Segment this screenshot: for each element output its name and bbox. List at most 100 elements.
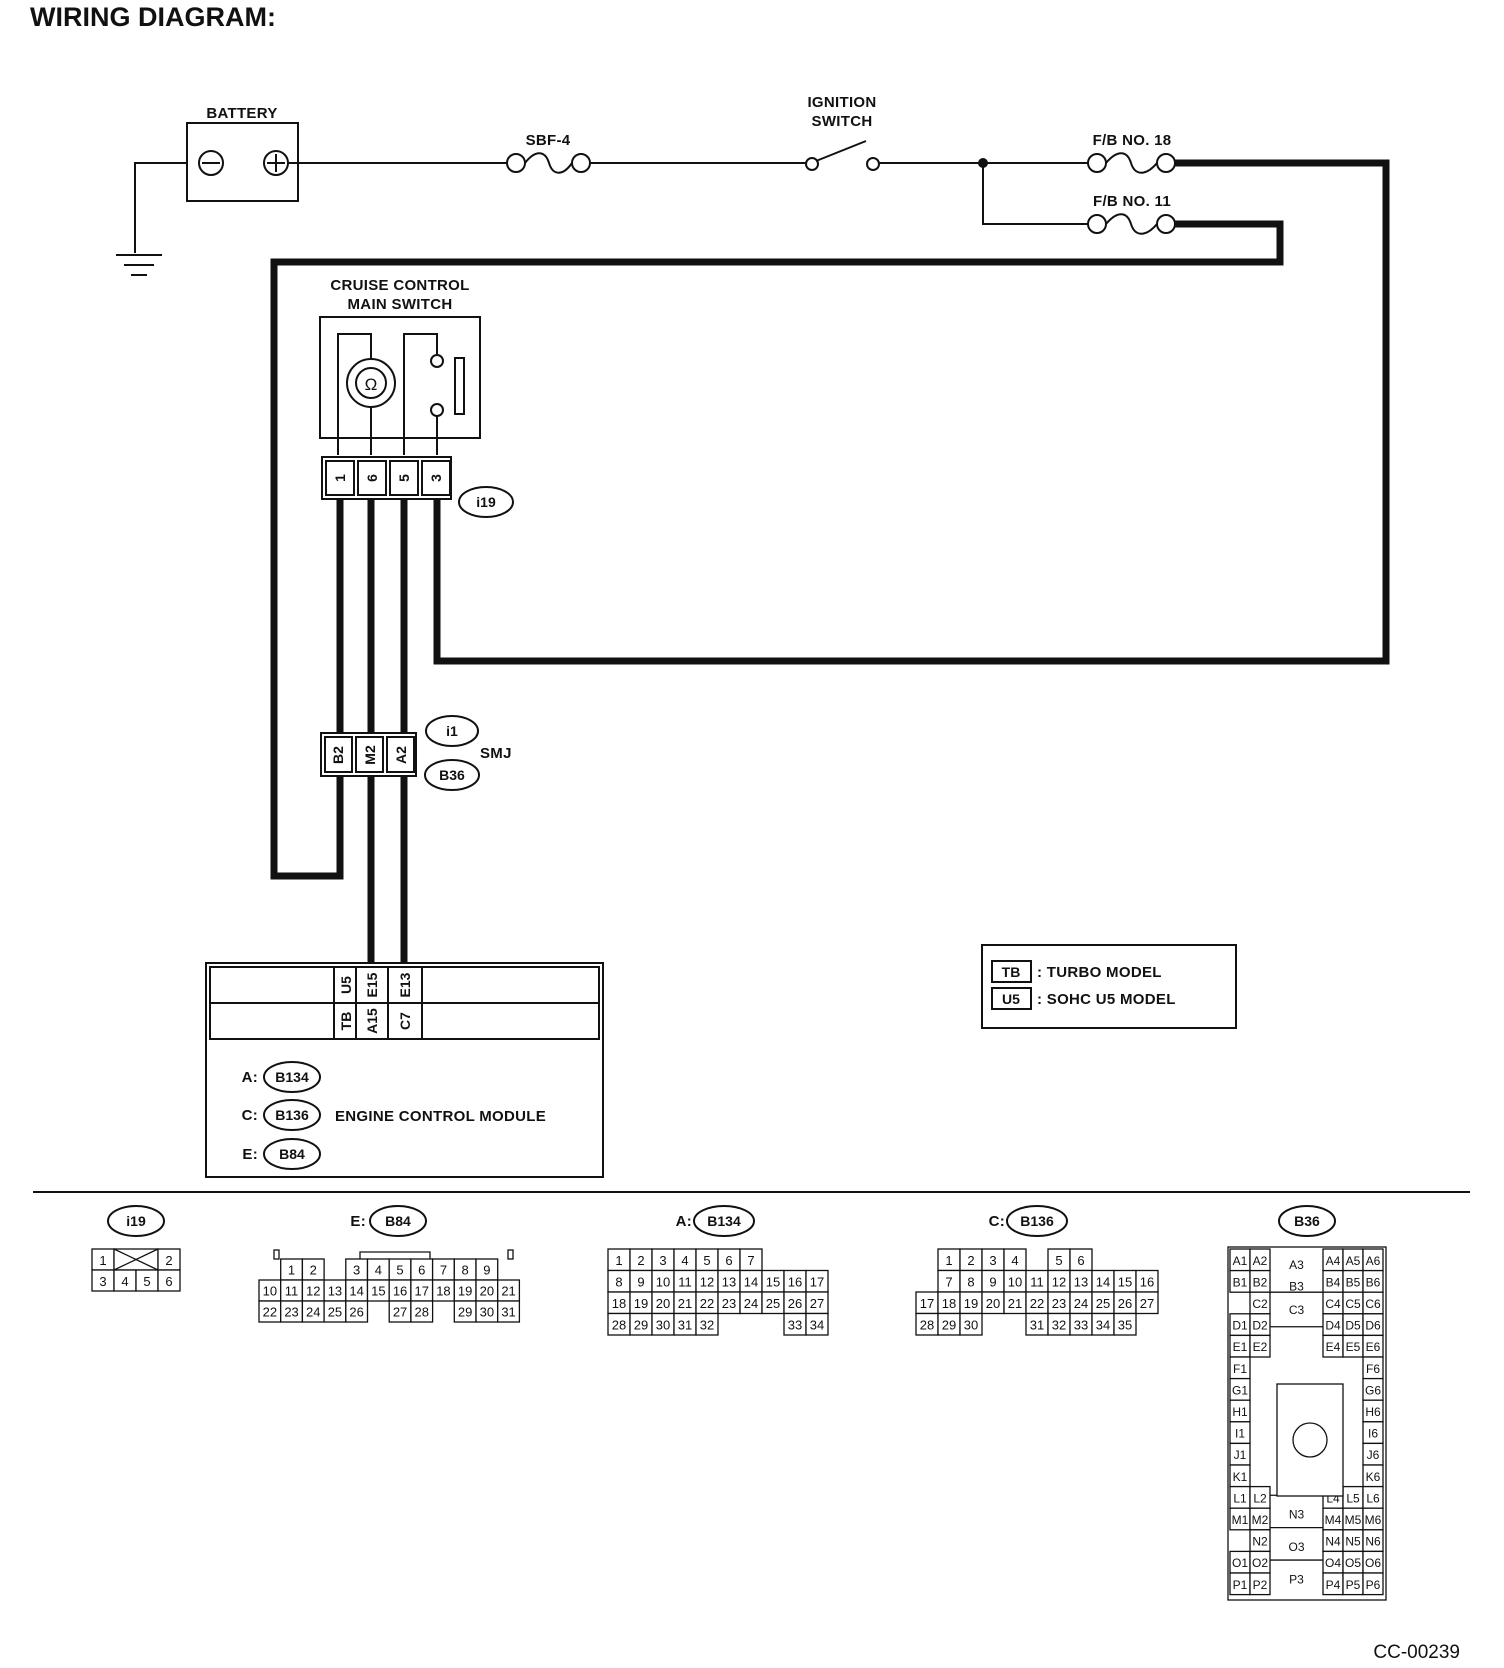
view-b84-pin-box <box>497 1300 521 1323</box>
view-b36-pin: L1 <box>1233 1491 1247 1505</box>
ecm-conn-a-prefix: A: <box>242 1069 258 1086</box>
view-b134-pin: 11 <box>678 1274 692 1289</box>
view-b36-id: B36 <box>1294 1213 1320 1229</box>
view-i19-cell: 2 <box>165 1253 172 1268</box>
view-b84-pin: 21 <box>501 1284 515 1299</box>
view-b36-mid-pin: N3 <box>1289 1508 1305 1522</box>
view-b136-pin: 2 <box>967 1253 974 1268</box>
view-b136-pin: 15 <box>1118 1274 1132 1289</box>
view-b136-pin: 18 <box>942 1296 956 1311</box>
view-b134-pin: 24 <box>744 1296 758 1311</box>
view-b36-pin: D2 <box>1252 1319 1268 1333</box>
view-b36-pin: F1 <box>1233 1362 1247 1376</box>
view-b84-pin: 22 <box>263 1305 277 1320</box>
i19-pin-6: 6 <box>364 474 380 482</box>
smj-tag-i1 <box>425 715 479 747</box>
view-b134-pin: 30 <box>656 1317 670 1332</box>
cruise-switch-label-2: MAIN SWITCH <box>348 296 453 313</box>
view-b84-pin: 13 <box>328 1284 342 1299</box>
view-b36-pin: P1 <box>1233 1578 1248 1592</box>
view-b134-pin: 31 <box>678 1317 692 1332</box>
view-b84-pin: 16 <box>393 1284 407 1299</box>
battery-label: BATTERY <box>206 105 277 122</box>
view-b36-pin: P5 <box>1346 1578 1361 1592</box>
view-b84-prefix: E: <box>350 1213 366 1230</box>
view-b136-pin: 31 <box>1030 1317 1044 1332</box>
view-b36-pin: A2 <box>1253 1254 1268 1268</box>
view-b136-pin-box <box>1113 1312 1137 1336</box>
view-i19-cell: 3 <box>99 1274 106 1289</box>
view-b134-pin-box <box>805 1312 829 1336</box>
view-b36-pin: P4 <box>1326 1578 1341 1592</box>
view-b36-pin: N2 <box>1252 1535 1268 1549</box>
view-b134-id: B134 <box>707 1213 741 1229</box>
view-b36-pin: L6 <box>1366 1491 1380 1505</box>
connector-smj: B2 M2 A2 i1 B36 SMJ <box>320 715 512 791</box>
view-b136-pin: 13 <box>1074 1274 1088 1289</box>
lamp-glyph: Ω <box>365 375 378 394</box>
view-b36-pin: M6 <box>1365 1513 1382 1527</box>
view-b84-pin: 5 <box>396 1263 403 1278</box>
fuse-sbf4 <box>506 152 591 174</box>
view-b136-pin: 34 <box>1096 1317 1110 1332</box>
i19-pin-1: 1 <box>332 474 348 482</box>
ignition-label-1: IGNITION <box>807 94 876 111</box>
view-b136-pin: 9 <box>989 1274 996 1289</box>
view-b36-pin-box <box>1249 1334 1271 1358</box>
view-b136-pin-box <box>1135 1291 1159 1315</box>
view-b84-pin: 15 <box>371 1284 385 1299</box>
ecm-pin-u5: U5 <box>338 976 354 994</box>
legend-box: TB : TURBO MODEL U5 : SOHC U5 MODEL <box>981 944 1237 1029</box>
view-b136-pin: 26 <box>1118 1296 1132 1311</box>
view-b134-pin: 19 <box>634 1296 648 1311</box>
view-b134-pin: 33 <box>788 1317 802 1332</box>
legend-code-u5: U5 <box>1002 991 1020 1007</box>
view-b36-pin: E6 <box>1366 1340 1381 1354</box>
view-b84-pin-box <box>410 1300 434 1323</box>
view-b84-pin: 14 <box>349 1284 363 1299</box>
ecm-pin-e13: E13 <box>397 972 413 997</box>
view-b136-pin: 8 <box>967 1274 974 1289</box>
ecm-pin-tb: TB <box>338 1012 354 1031</box>
ignition-switch <box>805 140 880 171</box>
view-b134-pin: 28 <box>612 1317 626 1332</box>
view-b136-pin: 20 <box>986 1296 1000 1311</box>
view-b84-pin: 25 <box>328 1305 342 1320</box>
view-b134-pin: 26 <box>788 1296 802 1311</box>
sbf4-label: SBF-4 <box>526 132 571 149</box>
view-b36-pin: O4 <box>1325 1556 1341 1570</box>
view-b134-pin: 12 <box>700 1274 714 1289</box>
view-b134-pin: 9 <box>637 1274 644 1289</box>
ecm-label: ENGINE CONTROL MODULE <box>335 1108 546 1125</box>
smj-pin-b2: B2 <box>330 746 346 764</box>
view-b36-pin: O6 <box>1365 1556 1381 1570</box>
ecm-conn-a-tag <box>263 1061 321 1093</box>
ecm-conn-c-id: B136 <box>275 1107 309 1123</box>
view-b136-pin: 11 <box>1030 1274 1044 1289</box>
view-b84-pin: 26 <box>349 1305 363 1320</box>
view-b134-pin: 8 <box>615 1274 622 1289</box>
view-b84-pin: 23 <box>284 1305 298 1320</box>
ecm-conn-e-id: B84 <box>279 1146 305 1162</box>
view-b136-pin: 3 <box>989 1253 996 1268</box>
i19-pin-3: 3 <box>428 474 444 482</box>
view-b84-id: B84 <box>385 1213 411 1229</box>
view-b36-pin: B4 <box>1326 1275 1341 1289</box>
view-b36-pin: F6 <box>1366 1362 1380 1376</box>
view-b84-pin: 18 <box>436 1284 450 1299</box>
view-b36-pin: C2 <box>1252 1297 1268 1311</box>
view-b36-pin: L5 <box>1346 1491 1360 1505</box>
wire-fb18-to-i19-pin3 <box>433 159 1390 665</box>
view-b136-pin: 12 <box>1052 1274 1066 1289</box>
smj-label: SMJ <box>480 745 512 762</box>
view-b84-pin: 11 <box>285 1284 299 1299</box>
view-b84-pin: 6 <box>418 1263 425 1278</box>
view-b84-pin: 29 <box>458 1305 472 1320</box>
view-b36-pin: C6 <box>1365 1297 1381 1311</box>
view-b36-pin: P2 <box>1253 1578 1268 1592</box>
power-circuit: BATTERY SBF-4 IGNITION SWITCH F/B NO. 18 <box>116 94 1390 963</box>
view-b36-pin: A6 <box>1366 1254 1381 1268</box>
view-b136-pin: 6 <box>1077 1253 1084 1268</box>
